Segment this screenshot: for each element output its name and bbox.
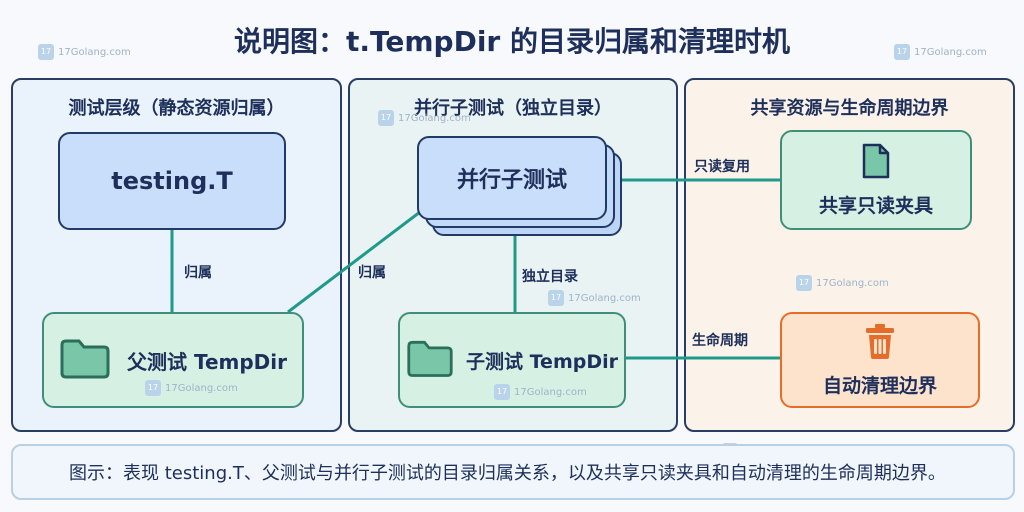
caption-text: 图示：表现 testing.T、父测试与并行子测试的目录归属关系，以及共享只读夹…: [69, 463, 946, 484]
watermark: 17 17Golang.com: [38, 44, 131, 60]
watermark: 17 17Golang.com: [548, 290, 641, 306]
panel-title: 共享资源与生命周期边界: [750, 98, 949, 119]
watermark-text: 17Golang.com: [568, 292, 641, 304]
watermark-text: 17Golang.com: [58, 46, 131, 58]
node-label: 自动清理边界: [822, 375, 937, 397]
node-label: 子测试 TempDir: [466, 350, 618, 373]
edge-label-lifecycle: 生命周期: [692, 333, 748, 349]
watermark: 17 17Golang.com: [494, 384, 587, 400]
node-testing-t: testing.T: [58, 132, 286, 230]
node-label: 并行子测试: [456, 168, 567, 193]
edge-label-belongs-cross: 归属: [358, 265, 386, 281]
watermark-text: 17Golang.com: [914, 46, 987, 58]
watermark-text: 17Golang.com: [398, 112, 471, 124]
file-icon: [861, 142, 891, 185]
watermark-icon: 17: [796, 275, 812, 291]
watermark-icon: 17: [494, 384, 510, 400]
connector-parent-to-subtests: [287, 210, 421, 314]
panel-title: 测试层级（静态资源归属）: [68, 98, 285, 119]
edge-label-belongs: 归属: [184, 265, 212, 281]
watermark-icon: 17: [548, 290, 564, 306]
watermark: 17 17Golang.com: [145, 380, 238, 396]
node-shared-fixture: 共享只读夹具: [780, 130, 972, 230]
diagram-title: 说明图：t.TempDir 的目录归属和清理时机: [233, 25, 790, 58]
watermark-text: 17Golang.com: [514, 386, 587, 398]
node-child-tempdir: 子测试 TempDir: [398, 312, 626, 408]
watermark-icon: 17: [894, 44, 910, 60]
watermark-icon: 17: [378, 110, 394, 126]
caption: 图示：表现 testing.T、父测试与并行子测试的目录归属关系，以及共享只读夹…: [11, 444, 1015, 500]
node-label: 父测试 TempDir: [127, 349, 287, 374]
folder-icon: [406, 338, 454, 383]
node-label: testing.T: [111, 167, 233, 195]
node-parallel-subtests: 并行子测试: [417, 136, 607, 220]
edge-label-readonly-reuse: 只读复用: [694, 159, 750, 175]
trash-icon: [863, 322, 897, 365]
watermark-icon: 17: [38, 44, 54, 60]
watermark: 17 17Golang.com: [894, 44, 987, 60]
node-auto-cleanup: 自动清理边界: [780, 312, 980, 408]
watermark: 17 17Golang.com: [796, 275, 889, 291]
node-parent-tempdir: 父测试 TempDir: [42, 312, 304, 408]
watermark-text: 17Golang.com: [816, 277, 889, 289]
node-label: 共享只读夹具: [818, 195, 933, 217]
watermark-text: 17Golang.com: [165, 382, 238, 394]
panel-title: 并行子测试（独立目录）: [414, 98, 612, 119]
watermark-icon: 17: [145, 380, 161, 396]
folder-icon: [59, 337, 111, 384]
edge-label-independent-dir: 独立目录: [522, 269, 578, 285]
watermark: 17 17Golang.com: [378, 110, 471, 126]
